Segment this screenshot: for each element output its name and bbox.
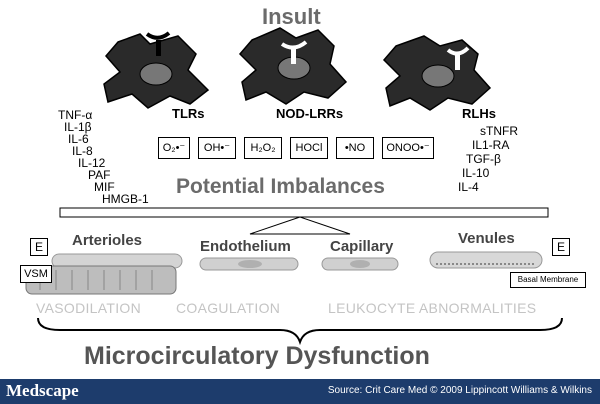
receptor-label-tlrs: TLRs — [172, 106, 205, 121]
endothelium-marker-left: E — [30, 238, 48, 256]
receptor-label-rlhs: RLHs — [462, 106, 496, 121]
mediator-il-8: IL-8 — [72, 144, 93, 158]
ros-hypochlorous-acid: HOCl — [290, 137, 328, 159]
arteriole-vessel — [25, 253, 183, 295]
mediator-il-10: IL-10 — [462, 166, 490, 180]
mediator-il-12: IL-12 — [78, 156, 106, 170]
ros-hydrogen-peroxide: H₂O₂ — [244, 137, 282, 159]
footer-source: Source: Crit Care Med © 2009 Lippincott … — [327, 385, 592, 396]
mediator-tgf-beta: TGF-β — [466, 152, 501, 166]
mediator-il-1b: IL-1β — [64, 120, 92, 134]
mediator-paf: PAF — [88, 168, 111, 182]
immune-cells-graphic — [103, 27, 492, 111]
insult-title: Insult — [262, 4, 321, 29]
outcome-coagulation: COAGULATION — [176, 300, 281, 316]
receptor-label-nod-lrrs: NOD-LRRs — [276, 106, 344, 121]
ros-hydroxyl: OH•⁻ — [198, 137, 236, 159]
mediator-il1-ra: IL1-RA — [472, 138, 510, 152]
mediator-stnfr: sTNFR — [480, 124, 518, 138]
capillary-vessel — [321, 257, 399, 271]
medscape-logo: Medscape — [6, 381, 79, 400]
mediator-hmgb-1: HMGB-1 — [102, 192, 149, 206]
imbalance-title: Potential Imbalances — [176, 175, 385, 198]
cell-rlh — [382, 35, 492, 111]
dysfunction-title: Microcirculatory Dysfunction — [84, 342, 430, 370]
label-endothelium: Endothelium — [200, 238, 291, 255]
mediator-mif: MIF — [94, 180, 115, 194]
ros-nitric-oxide: •NO — [336, 137, 374, 159]
mediator-il-4: IL-4 — [458, 180, 479, 194]
endothelium-marker-right: E — [552, 238, 570, 256]
label-venules: Venules — [458, 230, 515, 247]
vsm-label: VSM — [20, 265, 52, 283]
cell-tlr — [103, 31, 210, 109]
basal-membrane-label: Basal Membrane — [510, 272, 586, 288]
endothelium-vessel — [199, 257, 299, 271]
ros-peroxynitrite: ONOO•⁻ — [382, 137, 434, 159]
mediator-il-6: IL-6 — [68, 132, 89, 146]
label-capillary: Capillary — [330, 238, 394, 255]
cell-nod-lrr — [238, 27, 348, 105]
venule-vessel — [429, 251, 543, 269]
ros-superoxide: O₂•⁻ — [158, 137, 190, 159]
outcome-vasodilation: VASODILATION — [36, 300, 141, 316]
footer-bar: Medscape Source: Crit Care Med © 2009 Li… — [0, 379, 600, 404]
mediator-tnf-alpha: TNF-α — [58, 108, 93, 122]
outcome-leukocyte-abnormalities: LEUKOCYTE ABNORMALITIES — [328, 300, 537, 316]
label-arterioles: Arterioles — [72, 232, 143, 249]
